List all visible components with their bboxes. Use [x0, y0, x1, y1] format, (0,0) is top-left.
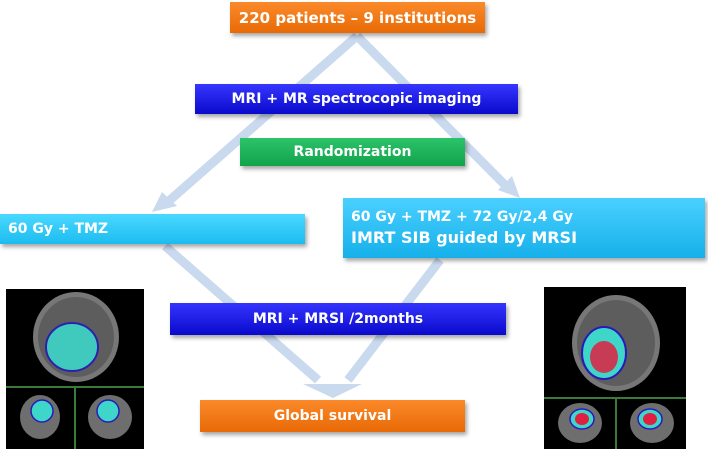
- patients-label: 220 patients – 9 institutions: [238, 8, 477, 27]
- experimental-arm-technique-label: IMRT SIB guided by MRSI: [351, 228, 578, 247]
- experimental-arm-ct-scan-image: [544, 287, 686, 449]
- followup-label: MRI + MRSI /2months: [252, 311, 424, 327]
- arrowhead-outcome: [303, 384, 362, 398]
- mri-label: MRI + MR spectrocopic imaging: [231, 91, 482, 107]
- randomization-label: Randomization: [293, 144, 412, 160]
- standard-arm-label: 60 Gy + TMZ: [8, 221, 109, 237]
- standard-arm-ct-scan-image: [6, 289, 144, 449]
- outcome-box: Global survival: [200, 400, 465, 432]
- standard-arm-box: 60 Gy + TMZ: [0, 214, 305, 244]
- arrowhead-right: [498, 176, 520, 198]
- mri-box: MRI + MR spectrocopic imaging: [195, 84, 518, 114]
- followup-box: MRI + MRSI /2months: [170, 303, 506, 335]
- outcome-label: Global survival: [273, 408, 392, 424]
- patients-box: 220 patients – 9 institutions: [230, 2, 485, 33]
- arrowhead-left: [152, 192, 177, 212]
- randomization-box: Randomization: [240, 138, 465, 166]
- experimental-arm-dose-label: 60 Gy + TMZ + 72 Gy/2,4 Gy: [351, 209, 573, 225]
- arrow-top-to-left: [167, 32, 360, 204]
- experimental-arm-box: 60 Gy + TMZ + 72 Gy/2,4 Gy IMRT SIB guid…: [343, 198, 705, 258]
